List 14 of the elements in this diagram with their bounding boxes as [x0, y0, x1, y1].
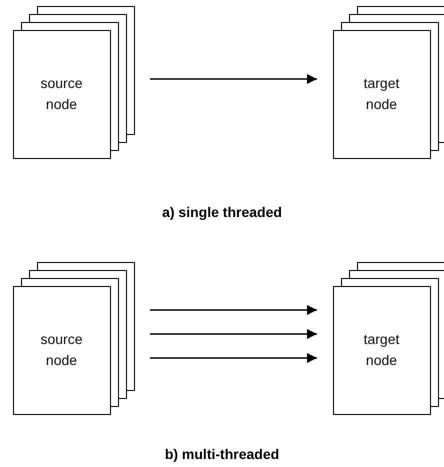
document-stack	[13, 6, 135, 159]
arrow	[150, 353, 317, 363]
caption: a) single threaded	[162, 204, 282, 220]
node-label: target node	[362, 330, 400, 370]
arrow	[150, 329, 317, 339]
document-stack	[13, 262, 135, 415]
document-stack	[333, 262, 444, 415]
node-label: target node	[362, 74, 400, 114]
node-label: source node	[39, 74, 84, 114]
node-label: source node	[39, 330, 84, 370]
arrow	[150, 305, 317, 315]
caption: b) multi-threaded	[164, 446, 280, 462]
document-stack	[333, 6, 444, 159]
arrow	[150, 74, 317, 84]
